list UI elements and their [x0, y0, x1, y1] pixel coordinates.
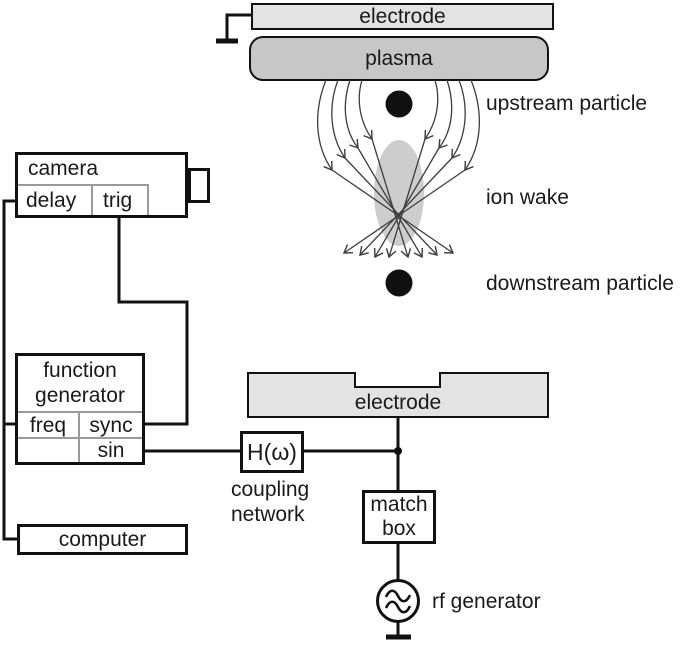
camera-box: camera delay trig — [15, 152, 188, 218]
camera-trig-port: trig — [93, 184, 149, 215]
signal-wires — [2, 199, 400, 637]
plasma-label: plasma — [365, 47, 433, 70]
downstream-particle-dot — [385, 269, 413, 297]
coupling-network-box: H(ω) — [240, 431, 304, 473]
ion-wake-label: ion wake — [486, 186, 569, 209]
ground-icon — [216, 13, 252, 44]
camera-title: camera — [28, 157, 99, 180]
lower-electrode-shape — [247, 372, 549, 418]
match-box: match box — [362, 490, 436, 544]
match-box-line1: match — [370, 493, 428, 516]
upstream-particle-dot — [385, 90, 413, 118]
ion-flow-lines — [317, 79, 480, 259]
camera-lens-icon — [188, 168, 210, 203]
upper-electrode-label: electrode — [359, 5, 446, 28]
computer-box: computer — [17, 524, 188, 555]
upstream-particle-label: upstream particle — [486, 92, 648, 115]
plasma-shape — [249, 36, 549, 81]
rf-generator-label: rf generator — [432, 590, 541, 613]
fg-sin-port: sin — [80, 437, 142, 462]
rf-source-icon — [376, 579, 420, 623]
wire-delay-computer — [2, 199, 18, 541]
coupling-caption-line2: network — [231, 503, 305, 526]
downstream-particle-label: downstream particle — [486, 272, 674, 295]
fg-sync-port: sync — [80, 411, 142, 437]
function-generator-box: function generator freq sync sin — [15, 353, 145, 465]
function-generator-title-line2: generator — [35, 384, 125, 407]
ion-wake-ellipse — [374, 140, 424, 246]
lower-electrode-label: electrode — [354, 391, 442, 414]
camera-delay-port: delay — [18, 184, 93, 215]
wire-trig-sync — [117, 216, 189, 426]
junction-dot — [394, 447, 402, 455]
fg-freq-port: freq — [18, 411, 80, 437]
fg-empty-cell — [18, 437, 80, 462]
match-box-line2: box — [382, 517, 416, 540]
coupling-caption-line1: coupling — [231, 478, 310, 501]
function-generator-title-line1: function — [43, 359, 117, 382]
